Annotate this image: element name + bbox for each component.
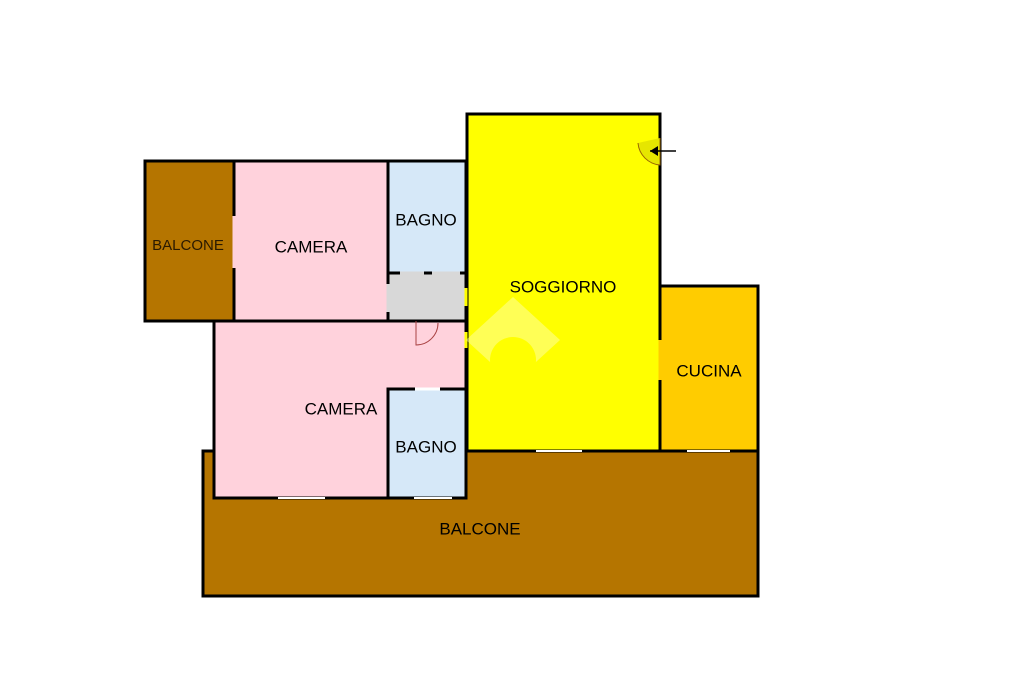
hallway-area (386, 271, 468, 323)
entrance-arrow-icon (650, 146, 676, 156)
entrance-door-icon (637, 138, 661, 166)
camera-top-area (232, 159, 390, 323)
camera-bottom-label: CAMERA (305, 399, 378, 418)
balcone-small-area (143, 159, 236, 323)
door-swing-icon (415, 321, 439, 346)
bagno-bottom-area (386, 387, 468, 500)
cucina-label: CUCINA (676, 361, 742, 380)
door-openings (232, 216, 730, 499)
camera-top-label: CAMERA (275, 237, 348, 256)
house-logo-icon (466, 297, 560, 383)
bagno-top-label: BAGNO (395, 210, 456, 229)
bagno-bottom-label: BAGNO (395, 437, 456, 456)
balcone-small-label: BALCONE (152, 237, 224, 254)
balcone-large-label: BALCONE (439, 519, 520, 538)
soggiorno-label: SOGGIORNO (510, 277, 617, 296)
